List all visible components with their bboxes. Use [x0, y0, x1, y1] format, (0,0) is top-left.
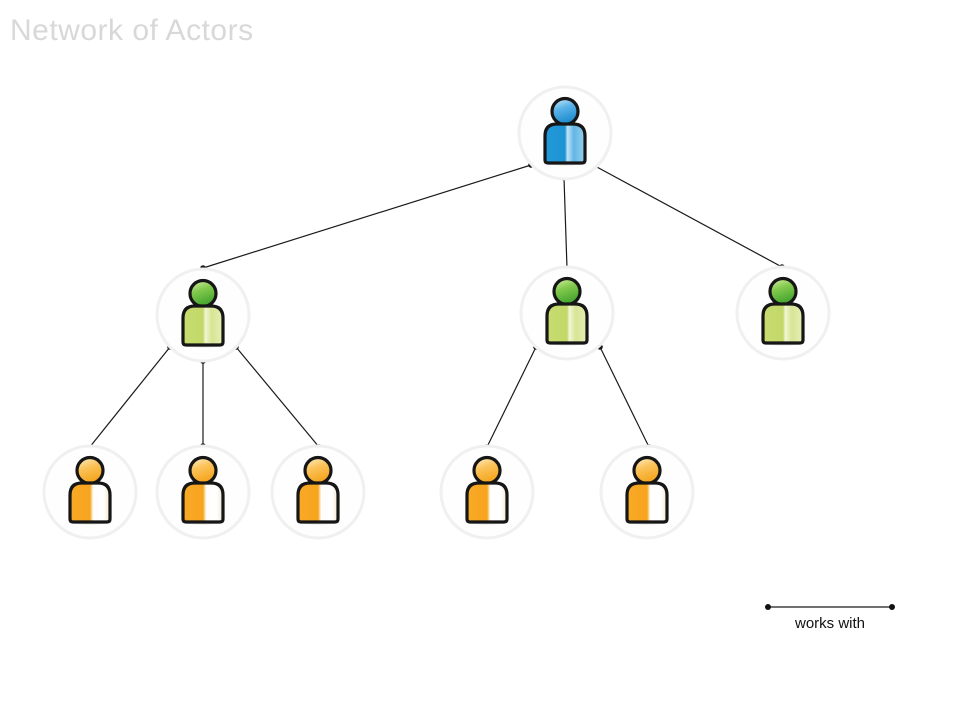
actor-node-leaf-actor-1[interactable] [42, 444, 138, 540]
person-icon-head [552, 276, 582, 307]
edge-mid-actor-1-leaf-actor-3 [233, 344, 322, 450]
person-icon-head [188, 278, 218, 309]
person-icon-body [68, 481, 112, 524]
person-icon-body [625, 481, 669, 524]
person-icon-head [303, 455, 333, 486]
edge-mid-actor-2-leaf-actor-4 [484, 344, 539, 450]
edge-mid-actor-2-leaf-actor-5 [597, 344, 652, 450]
actor-node-leaf-actor-2[interactable] [155, 444, 251, 540]
page-title: Network of Actors [10, 14, 254, 47]
edge-mid-actor-1-leaf-actor-1 [86, 344, 173, 451]
person-icon-head [75, 455, 105, 486]
actor-node-leaf-actor-4[interactable] [439, 444, 535, 540]
legend-label: works with [794, 615, 865, 632]
legend-edge-dot [889, 604, 895, 610]
edge-mid-actor-1-leaf-actor-2 [200, 358, 206, 449]
actor-node-mid-actor-2[interactable] [519, 265, 615, 361]
person-icon-head [768, 276, 798, 307]
person-icon-body [181, 304, 225, 347]
actor-node-mid-actor-1[interactable] [155, 267, 251, 363]
person-icon-head [188, 455, 218, 486]
actor-node-mid-actor-3[interactable] [735, 265, 831, 361]
actor-node-leaf-actor-5[interactable] [599, 444, 695, 540]
person-icon-body [761, 302, 805, 345]
legend-edge-sample [765, 604, 895, 610]
edge-root-actor-mid-actor-3 [592, 163, 785, 270]
edge-root-actor-mid-actor-1 [200, 162, 534, 271]
person-icon-head [632, 455, 662, 486]
person-icon-head [472, 455, 502, 486]
person-icon-body [296, 481, 340, 524]
legend-edge-dot [765, 604, 771, 610]
person-icon-body [543, 122, 587, 165]
edge-root-actor-mid-actor-2 [561, 175, 570, 271]
actor-node-root-actor[interactable] [517, 85, 613, 181]
actor-node-leaf-actor-3[interactable] [270, 444, 366, 540]
person-icon-body [465, 481, 509, 524]
person-icon-head [550, 96, 580, 127]
person-icon-body [545, 302, 589, 345]
legend-works-with: works with [761, 599, 899, 632]
person-icon-body [181, 481, 225, 524]
